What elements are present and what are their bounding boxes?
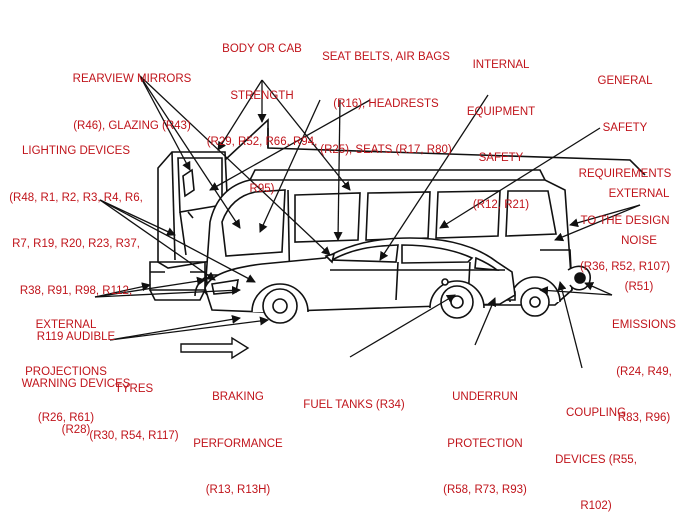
vehicle-illustration (94, 75, 646, 369)
car-drawing (204, 237, 516, 324)
leader-lines (94, 75, 641, 369)
label-fuel-tanks: FUEL TANKS (R34) (303, 399, 405, 411)
label-external-projections: EXTERNAL PROJECTIONS (R26, R61) (25, 319, 107, 424)
label-rearview-mirrors-glazing: REARVIEW MIRRORS (R46), GLAZING (R43) (72, 73, 192, 132)
label-internal-equipment-safety: INTERNAL EQUIPMENT SAFETY (R12, R21) (466, 59, 536, 211)
label-coupling-devices: COUPLING DEVICES (R55, R102) (555, 407, 637, 512)
label-underrun-protection: UNDERRUN PROTECTION (R58, R73, R93) (443, 391, 527, 496)
label-seat-belts-airbags: SEAT BELTS, AIR BAGS (R16), HEADRESTS (R… (320, 51, 452, 156)
label-emissions: EMISSIONS (R24, R49, R83, R96) (612, 319, 676, 424)
label-external-noise: EXTERNAL NOISE (R51) (608, 188, 670, 293)
label-general-safety-requirements: GENERAL SAFETY REQUIREMENTS TO THE DESIG… (578, 75, 672, 273)
braking-arrow (180, 336, 250, 360)
label-braking-performance: BRAKING PERFORMANCE (R13, R13H) (193, 391, 283, 496)
label-body-cab-strength: BODY OR CAB STRENGTH (R29, R52, R66, R94… (206, 43, 318, 195)
label-tyres: TYRES (R30, R54, R117) (89, 383, 179, 442)
vehicle-regulations-diagram: BODY OR CAB STRENGTH (R29, R52, R66, R94… (9, 43, 676, 512)
